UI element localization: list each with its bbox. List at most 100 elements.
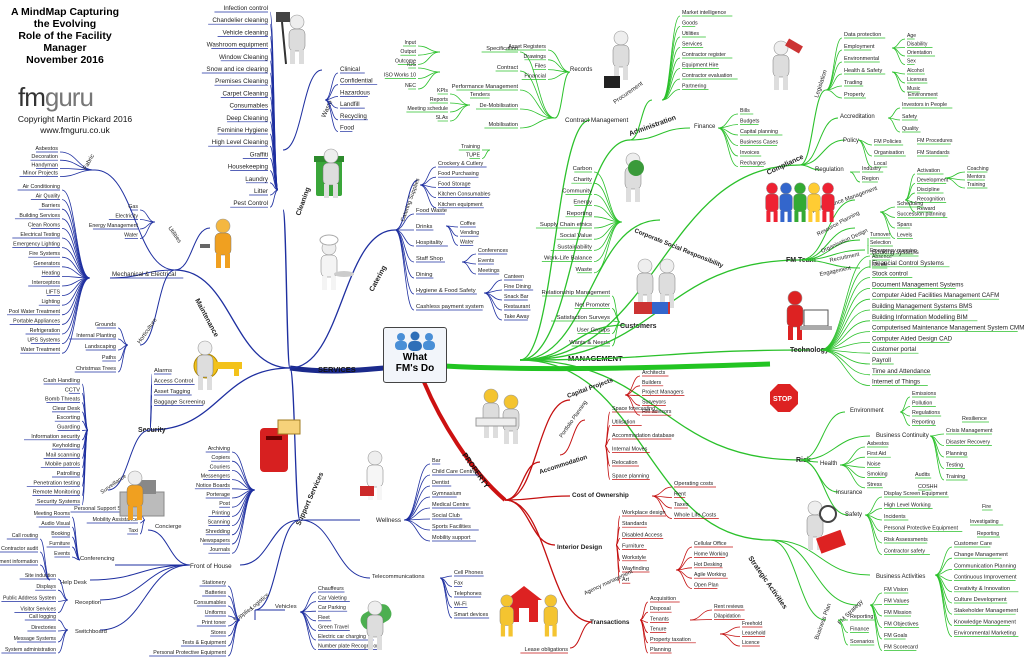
- node-energy[interactable]: Energy: [573, 200, 592, 206]
- node-coshh[interactable]: COSHH: [918, 484, 938, 490]
- node-knowledge-management[interactable]: Knowledge Management: [954, 619, 1016, 625]
- node-fm-mission[interactable]: FM Mission: [884, 610, 912, 616]
- node-contract-management[interactable]: Contract Management: [565, 117, 628, 124]
- node-vehicles[interactable]: Vehicles: [275, 604, 297, 610]
- node-personal-support[interactable]: Personal Support Services: [74, 506, 138, 512]
- node-directories[interactable]: Directories: [31, 625, 56, 631]
- node-notice-boards[interactable]: Notice Boards: [196, 483, 230, 489]
- node-bomb-threats[interactable]: Bomb Threats: [45, 397, 80, 403]
- node-health-safety[interactable]: Health & Safety: [844, 68, 882, 74]
- node-ppe-s[interactable]: Personal Protective Equipment: [153, 650, 226, 656]
- node-business-continuity[interactable]: Business Continuity: [876, 433, 929, 439]
- node-workstyle[interactable]: Workstyle: [622, 555, 646, 561]
- node-whole-life-costs[interactable]: Whole Life Costs: [674, 513, 716, 519]
- node-lighting[interactable]: Lighting: [41, 299, 60, 305]
- node-consumables-s[interactable]: Consumables: [194, 600, 227, 606]
- node-bms[interactable]: Building Management Systems BMS: [872, 303, 972, 310]
- node-technology[interactable]: Technology: [790, 347, 829, 354]
- node-generators[interactable]: Generators: [34, 261, 61, 267]
- node-risk-assessments[interactable]: Risk Assessments: [884, 537, 928, 543]
- node-furniture-c[interactable]: Furniture: [49, 541, 70, 547]
- node-orientation[interactable]: Orientation: [907, 50, 932, 56]
- node-newspapers[interactable]: Newspapers: [200, 538, 230, 544]
- node-recognition[interactable]: Recognition: [917, 197, 945, 203]
- node-engagement[interactable]: Engagement: [819, 265, 852, 278]
- node-environment-r[interactable]: Environment: [850, 408, 884, 414]
- node-finance[interactable]: Finance: [694, 124, 716, 130]
- node-penetration-testing[interactable]: Penetration testing: [33, 480, 80, 486]
- node-strategic-activities[interactable]: Strategic Activities: [746, 555, 788, 611]
- node-management-info[interactable]: Management information: [0, 559, 38, 565]
- node-security[interactable]: Security: [138, 427, 166, 434]
- node-continuous-improvement[interactable]: Continuous Improvement: [954, 575, 1017, 581]
- node-meeting-rooms[interactable]: Meeting Rooms: [34, 511, 71, 517]
- node-customer-portal[interactable]: Customer portal: [872, 346, 916, 353]
- node-recycling[interactable]: Recycling: [340, 113, 367, 120]
- node-reports[interactable]: Reports: [430, 97, 449, 103]
- node-landscaping[interactable]: Landscaping: [85, 344, 116, 350]
- node-call-logging[interactable]: Call logging: [29, 614, 56, 620]
- node-wellness[interactable]: Wellness: [376, 517, 401, 524]
- node-water-treatment[interactable]: Water Treatment: [21, 347, 61, 353]
- node-satisfaction-surveys[interactable]: Satisfaction Surveys: [557, 315, 610, 321]
- node-food-w[interactable]: Food: [340, 125, 355, 132]
- node-insurance[interactable]: Insurance: [836, 490, 863, 496]
- node-capital-planning[interactable]: Capital planning: [740, 129, 778, 135]
- node-culture-development[interactable]: Culture Development: [954, 597, 1007, 603]
- node-finance-s[interactable]: Finance: [850, 627, 869, 633]
- node-cell-phones[interactable]: Cell Phones: [454, 570, 483, 576]
- node-clean-rooms[interactable]: Clean Rooms: [28, 222, 60, 228]
- node-furniture-i[interactable]: Furniture: [622, 544, 644, 550]
- node-discipline[interactable]: Discipline: [917, 187, 940, 193]
- node-tenders[interactable]: Tenders: [470, 92, 490, 98]
- node-first-aid[interactable]: First Aid: [867, 451, 886, 457]
- node-records[interactable]: Records: [570, 67, 592, 73]
- node-age[interactable]: Age: [907, 33, 916, 39]
- node-relationship-management[interactable]: Relationship Management: [542, 290, 611, 296]
- node-audits[interactable]: Audits: [915, 472, 930, 478]
- node-high-level-cleaning[interactable]: High Level Cleaning: [212, 139, 269, 146]
- node-crisis-management[interactable]: Crisis Management: [946, 428, 993, 434]
- node-document-management[interactable]: Document Management Systems: [872, 281, 963, 288]
- node-medical-centre[interactable]: Medical Centre: [432, 502, 469, 508]
- node-post[interactable]: Post: [219, 501, 230, 507]
- node-surveyors[interactable]: Surveyors: [642, 399, 666, 405]
- node-contract[interactable]: Contract: [497, 65, 519, 71]
- node-testing[interactable]: Testing: [946, 463, 963, 469]
- node-electricity[interactable]: Electricity: [115, 214, 138, 220]
- node-trading[interactable]: Trading: [844, 80, 862, 86]
- node-telephones[interactable]: Telephones: [454, 591, 482, 597]
- node-canteen[interactable]: Canteen: [504, 274, 524, 280]
- node-portable-appliances[interactable]: Portable Appliances: [13, 318, 60, 324]
- node-licence[interactable]: Licence: [742, 640, 760, 646]
- node-drawings[interactable]: Drawings: [524, 54, 547, 60]
- node-reward[interactable]: Reward: [917, 206, 935, 212]
- node-fm-standards[interactable]: FM Standards: [917, 150, 950, 156]
- node-fm-vision[interactable]: FM Vision: [884, 587, 908, 593]
- node-output[interactable]: Output: [400, 49, 416, 55]
- node-crockery[interactable]: Crockery & Cutlery: [438, 161, 484, 167]
- node-batteries[interactable]: Batteries: [205, 590, 226, 596]
- node-local[interactable]: Local: [874, 161, 887, 167]
- node-stock-control[interactable]: Stock control: [872, 271, 908, 278]
- node-financial[interactable]: Financial: [524, 73, 546, 79]
- node-community[interactable]: Community: [562, 188, 592, 194]
- node-sports-facilities[interactable]: Sports Facilities: [432, 524, 471, 530]
- node-training-m[interactable]: Training: [461, 144, 480, 150]
- node-cleaning[interactable]: Cleaning: [295, 187, 312, 217]
- node-business-cases[interactable]: Business Cases: [740, 140, 778, 146]
- node-restaurant[interactable]: Restaurant: [504, 304, 530, 310]
- node-staff-shop[interactable]: Staff Shop: [416, 256, 443, 262]
- node-refrigeration[interactable]: Refrigeration: [30, 328, 60, 334]
- node-meeting-schedule[interactable]: Meeting schedule: [407, 106, 448, 112]
- node-stationery[interactable]: Stationery: [202, 580, 226, 586]
- node-deep-cleaning[interactable]: Deep Cleaning: [226, 115, 268, 122]
- node-property-taxation[interactable]: Property taxation: [650, 637, 691, 643]
- node-investigating[interactable]: Investigating: [970, 519, 999, 525]
- node-services-p[interactable]: Services: [682, 42, 703, 48]
- node-contractor-safety[interactable]: Contractor safety: [884, 549, 925, 555]
- central-node[interactable]: What FM's Do: [383, 327, 447, 383]
- node-environmental[interactable]: Environmental: [844, 56, 879, 62]
- node-hygiene-food[interactable]: Hygiene & Food Safety: [416, 288, 476, 294]
- node-property-law[interactable]: Property: [844, 92, 865, 98]
